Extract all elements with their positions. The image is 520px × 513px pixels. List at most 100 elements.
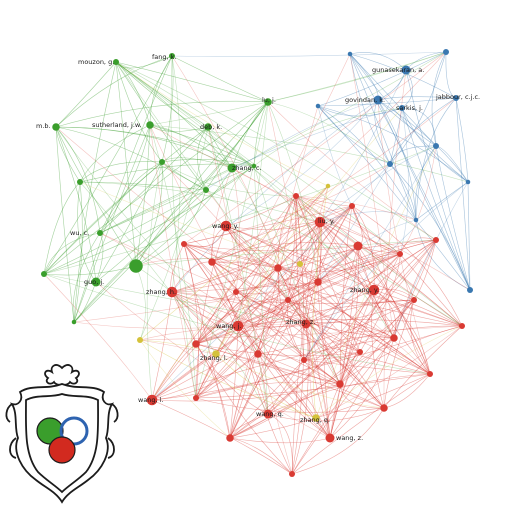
network-edge (195, 299, 415, 345)
network-edge (351, 205, 375, 291)
network-edge (389, 145, 437, 165)
network-edge (257, 299, 415, 355)
node-label: liu, y. (318, 217, 335, 225)
network-edge (211, 261, 289, 301)
network-edge (257, 353, 385, 409)
network-node-green (159, 159, 165, 165)
network-edge (445, 51, 457, 99)
network-edge (295, 195, 463, 327)
network-edge (73, 181, 83, 323)
network-edge (257, 299, 289, 355)
network-edge (317, 51, 447, 107)
node-label: wu, c. (70, 229, 89, 237)
network-edge (291, 323, 309, 475)
network-node-blue (387, 161, 393, 167)
network-edge (401, 107, 469, 183)
network-edge (171, 291, 415, 304)
network-edge (231, 107, 403, 169)
network-edge (315, 325, 463, 419)
network-edge (319, 221, 331, 439)
network-edge (329, 289, 375, 439)
network-node-red (301, 357, 307, 363)
network-edge (225, 225, 289, 301)
network-edge (195, 299, 289, 399)
network-edge (161, 157, 233, 169)
network-node-red (314, 216, 326, 228)
network-edge (277, 195, 297, 269)
network-edge (291, 373, 431, 475)
network-edge (319, 211, 417, 223)
network-edge (99, 232, 341, 385)
network-edge (383, 373, 431, 409)
network-node-red (349, 203, 355, 209)
network-node-red (233, 289, 239, 295)
network-edge (253, 165, 269, 415)
node-label: mouzon, g. (78, 58, 114, 66)
network-edge (455, 97, 471, 291)
network-edge (225, 225, 375, 291)
network-edge (383, 299, 415, 409)
network-edge (349, 53, 391, 165)
network-edge (183, 243, 231, 439)
node-label: zhang, l. (200, 354, 228, 362)
network-edge (225, 225, 415, 301)
node-label: govindan, k. (345, 96, 385, 104)
network-edge (349, 53, 471, 291)
network-edge (303, 245, 359, 361)
network-edge (225, 225, 431, 375)
network-node-green (264, 98, 272, 106)
network-node-red (289, 471, 295, 477)
network-edge (305, 299, 415, 325)
network-edge (195, 325, 239, 399)
network-edge (211, 242, 359, 263)
network-edge (149, 55, 173, 126)
network-edge (115, 61, 163, 163)
network-edge (229, 359, 305, 439)
network-edge (195, 281, 319, 345)
network-edge (149, 51, 447, 126)
network-edge (55, 126, 259, 355)
network-edge (151, 163, 391, 401)
network-edge (225, 195, 297, 227)
network-node-blue (467, 287, 473, 293)
network-edge (139, 339, 341, 385)
network-edge (267, 101, 391, 165)
heraldic-shield-logo (5, 364, 119, 504)
network-edge (349, 53, 417, 221)
network-edge (339, 383, 385, 409)
network-node-blue (315, 103, 321, 109)
network-edge (317, 105, 417, 221)
network-edge (73, 101, 269, 323)
network-edge (211, 261, 307, 325)
network-edge (315, 145, 437, 419)
network-edge (317, 105, 469, 183)
network-edge (149, 124, 401, 255)
network-edge (393, 239, 437, 339)
network-edge (139, 323, 307, 341)
network-edge (195, 53, 351, 345)
network-edge (295, 195, 471, 291)
network-edge (405, 69, 471, 291)
network-edge (237, 325, 293, 475)
network-edge (73, 61, 117, 323)
network-edge (195, 225, 227, 399)
network-edge (371, 289, 385, 409)
network-edge (151, 289, 375, 401)
network-edge (267, 239, 437, 415)
network-edge (171, 51, 447, 57)
network-edge (229, 221, 321, 439)
network-edge (303, 351, 361, 361)
network-edge (207, 126, 233, 169)
network-edge (383, 69, 407, 409)
network-edge (287, 299, 431, 375)
network-edge (339, 245, 359, 385)
network-edge (79, 181, 301, 265)
network-edge (151, 337, 395, 401)
network-edge (43, 265, 137, 276)
network-edge (389, 97, 457, 165)
network-edge (339, 205, 353, 385)
network-edge (287, 299, 305, 361)
network-edge (77, 181, 97, 283)
network-edge (43, 145, 437, 275)
